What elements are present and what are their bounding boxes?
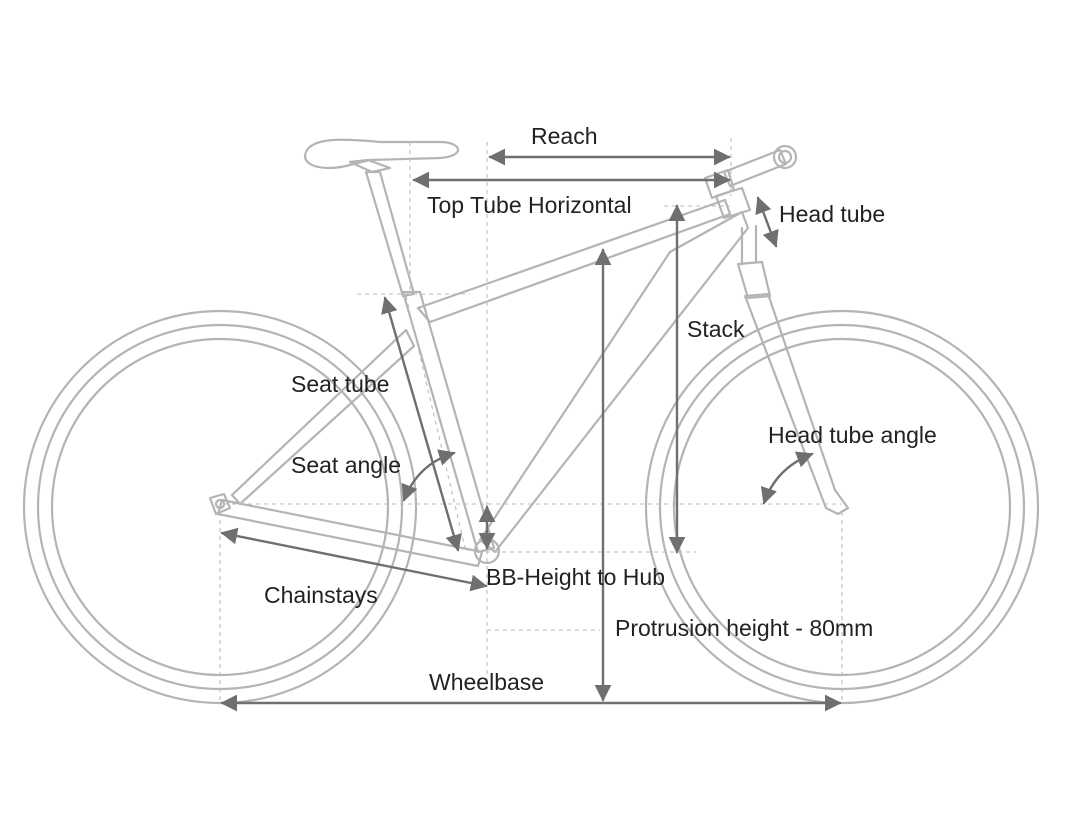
seat-tube-label: Seat tube [291, 371, 390, 397]
head-tube-angle-label: Head tube angle [768, 422, 937, 448]
head-tube-label: Head tube [779, 201, 886, 227]
head-tube-angle-arrow [760, 451, 814, 505]
bb-height-to-hub-label: BB-Height to Hub [486, 564, 665, 590]
seat-tube-arrow [381, 296, 462, 552]
stack-label: Stack [687, 316, 745, 342]
seat-angle-arrow [401, 449, 456, 502]
wheelbase-label: Wheelbase [429, 669, 545, 695]
seat-angle-label: Seat angle [291, 452, 401, 478]
head-tube-arrow [755, 196, 779, 248]
chainstays-label: Chainstays [264, 582, 378, 608]
reach-label: Reach [531, 123, 598, 149]
front-wheel [644, 309, 1040, 705]
top-tube-horizontal-label: Top Tube Horizontal [427, 192, 632, 218]
dimension-arrows [220, 148, 842, 712]
protrusion-height-label: Protrusion height - 80mm [615, 615, 874, 641]
chainstays-arrow [220, 527, 488, 592]
